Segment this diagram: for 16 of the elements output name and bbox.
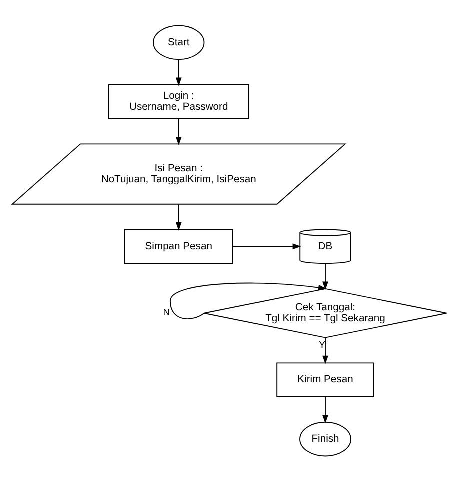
node-diamond: Cek Tanggal: Tgl Kirim == Tgl Sekarang (204, 288, 448, 338)
arrow (176, 118, 182, 145)
arrow (176, 204, 182, 230)
node-box: Kirim Pesan (276, 362, 374, 397)
node-ellipse: Finish (300, 421, 352, 456)
edge-label: Y (319, 338, 326, 350)
edge-label: N (163, 306, 170, 318)
arrow (176, 58, 182, 86)
arrow (322, 396, 328, 424)
node-box: Login : Username, Password (108, 84, 250, 119)
arrow (322, 337, 328, 364)
arrow (170, 282, 327, 319)
arrow (322, 262, 328, 290)
node-ellipse: Start (153, 24, 205, 60)
arrow (232, 243, 302, 250)
node-box: Simpan Pesan (124, 228, 234, 264)
